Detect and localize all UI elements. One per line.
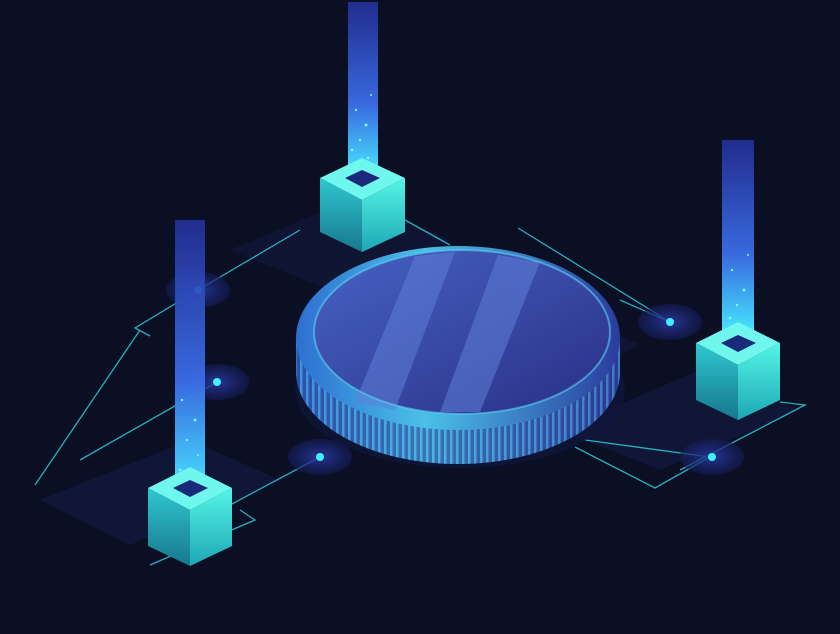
- node-dot: [708, 453, 716, 461]
- node-dot: [666, 318, 674, 326]
- beam-particles: [178, 94, 749, 472]
- beam-top: [348, 2, 378, 172]
- node-dot: [316, 453, 324, 461]
- cube-right: [696, 322, 780, 420]
- cube-top: [320, 158, 405, 252]
- crypto-coin: [295, 246, 625, 468]
- node-dot: [213, 378, 221, 386]
- coin-stripes: [355, 252, 540, 412]
- light-beams: [175, 2, 754, 490]
- cube-left: [148, 467, 232, 566]
- network-nodes: [166, 272, 744, 475]
- beam-right: [722, 140, 754, 330]
- beam-left: [175, 220, 205, 490]
